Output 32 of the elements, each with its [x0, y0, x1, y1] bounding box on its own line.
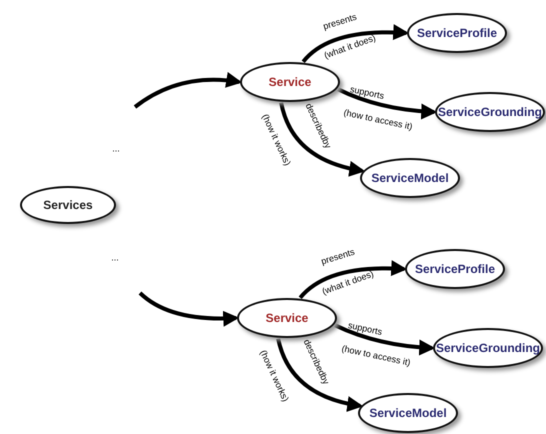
profile-ellipse [405, 249, 505, 289]
node-label: ServiceModel [371, 171, 449, 185]
node-label: Service [268, 75, 312, 89]
arrow [334, 323, 436, 356]
edge-label: supports [347, 321, 383, 337]
service-ellipse [240, 62, 340, 102]
service-ellipse [237, 298, 337, 338]
arrow [138, 292, 240, 327]
arrow [337, 87, 438, 120]
node-label: ServiceModel [369, 406, 447, 420]
grounding-ellipse [435, 92, 545, 132]
note-label: (how to access it) [342, 108, 414, 132]
ellipsis-text: ... [112, 144, 120, 154]
profile-ellipse [407, 13, 507, 53]
ellipsis-text: ... [111, 254, 119, 262]
node-label: ServiceGrounding [438, 105, 542, 119]
grounding-ellipse [433, 328, 543, 368]
node-label: ServiceProfile [416, 26, 498, 40]
arrow [298, 260, 408, 300]
note-label: (what it does) [321, 270, 375, 296]
model-ellipse [358, 393, 458, 433]
note-label: (how to access it) [340, 344, 412, 368]
services-ellipse [20, 186, 116, 224]
model-ellipse [360, 158, 460, 198]
arrow [302, 24, 410, 64]
edge-label: supports [349, 85, 385, 101]
node-label: ServiceProfile [414, 262, 496, 276]
node-label: Services [43, 198, 93, 212]
note-label: (what it does) [323, 34, 377, 60]
arrow [134, 72, 242, 109]
node-label: Service [266, 311, 308, 325]
node-label: ServiceGrounding [436, 341, 540, 355]
